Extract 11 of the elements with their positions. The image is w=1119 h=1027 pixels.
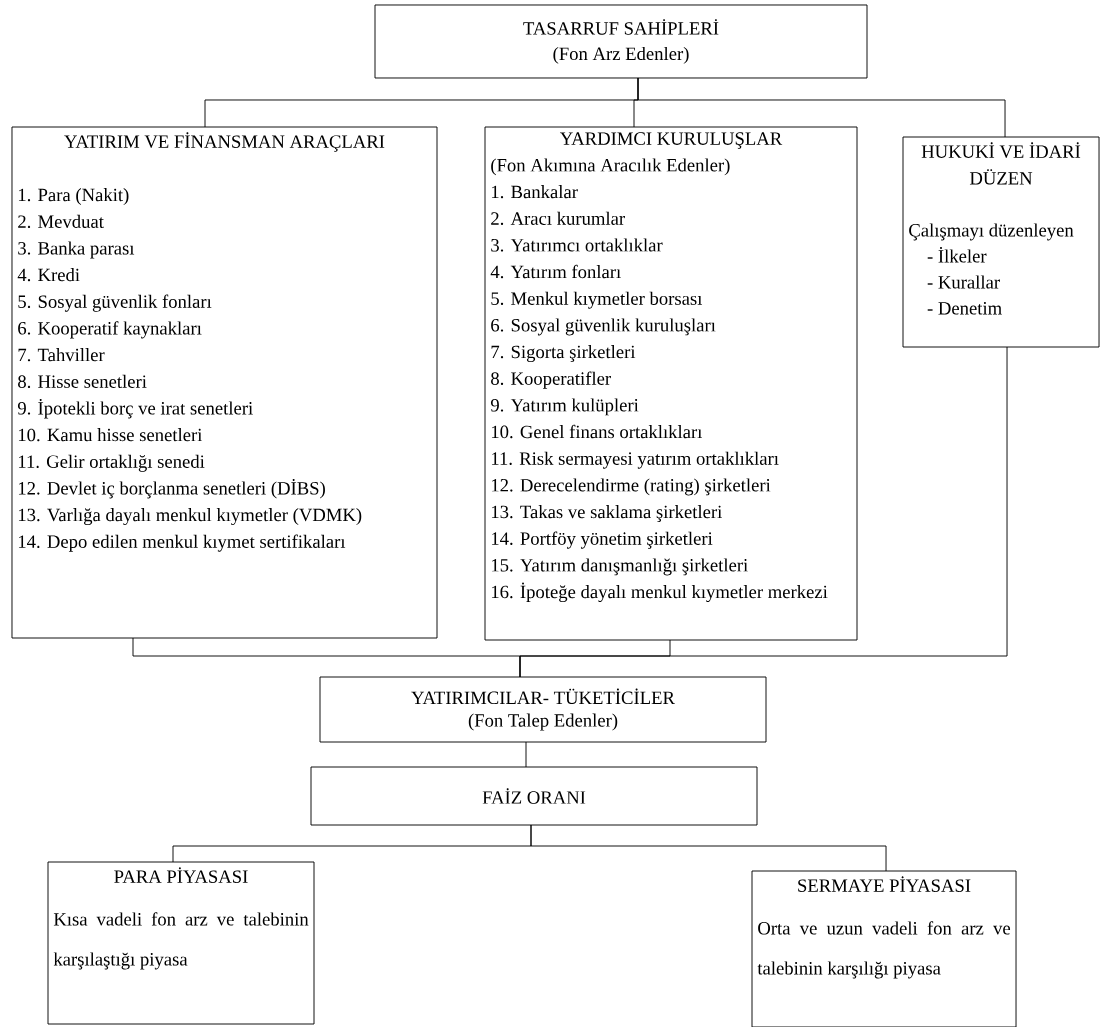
list-box: YARDIMCI KURULUŞLAR (Fon Akımına Aracılık Edenler) 1. Bankalar 2. Aracı kurumlar 3. Yatırımcı ortaklıklar 4. Yatırım fonları 5. Menkul kıymetler borsası 6. Sosyal güvenlik kuruluşları 7. Sigorta şirketleri 8. Kooperatifler 9. Yatırım kulüpleri 10. Genel finans ortaklıkları 11. Risk sermayesi yatırım ortaklıkları 12. Derecelendirme (rating) şirketleri 13. Takas ve saklama şirketleri 14. Portföy yönetim şirketleri 15. Yatırım danışmanlığı şirketleri 16. İpoteğe dayalı menkul kıymetler merkezi (484, 126, 858, 641)
list-box: YATIRIM VE FİNANSMAN ARAÇLARI 1. Para (Nakit) 2. Mevduat 3. Banka parası 4. Kredi 5. Sosyal güvenlik fonları 6. Kooperatif kaynakları 7. Tahviller 8. Hisse senetleri 9. İpotekli borç ve irat senetleri 10. Kamu hisse senetleri 11. Gelir ortaklığı senedi 12. Devlet iç borçlanma senetleri (DİBS) 13. Varlığa dayalı menkul kıymetler (VDMK) 14. Depo edilen menkul kıymet sertifikaları (11, 126, 438, 639)
market-box: PARA PİYASASI Kısa vadeli fon arz ve talebinin karşılaştığı piyasa (47, 861, 315, 1025)
connector-line (530, 824, 887, 872)
connector-line (637, 77, 1006, 138)
connector-line (525, 741, 527, 768)
rate-box: FAİZ ORANI (310, 766, 758, 826)
connector-line (519, 346, 1008, 678)
market-box: SERMAYE PİYASASI Orta ve uzun vadeli fon arz ve talebinin karşılığı piyasa (751, 870, 1017, 1027)
source-box: TASARRUF SAHİPLERİ (Fon Arz Edenler) (374, 4, 868, 79)
demand-box: YATIRIMCILAR- TÜKETİCİLER (Fon Talep Edenler) (319, 676, 767, 743)
